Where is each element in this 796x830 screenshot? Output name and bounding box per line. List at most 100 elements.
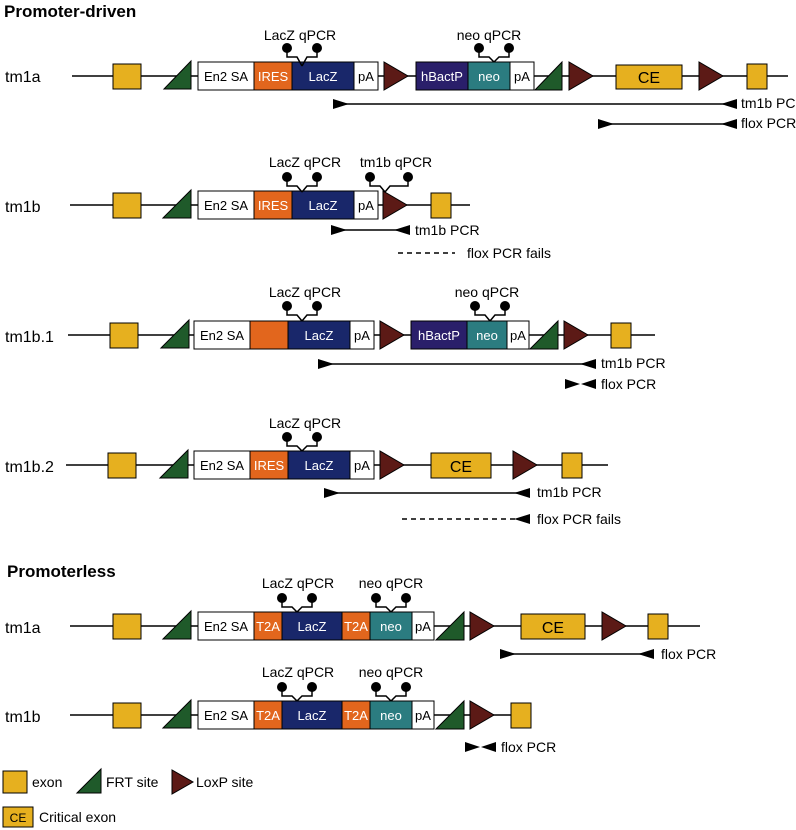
- pcr-product: [318, 359, 596, 369]
- pcr-product: [331, 225, 410, 235]
- lacz-label: LacZ: [298, 619, 327, 634]
- neo-box: [369, 611, 413, 641]
- lacz-label: LacZ: [309, 198, 338, 213]
- legend: exon FRT site LoxP site CE Critical exon: [2, 767, 254, 828]
- hbactp-label: hBactP: [418, 328, 460, 343]
- critical-exon-label: CE: [450, 459, 472, 476]
- neo-label: neo: [476, 328, 498, 343]
- qpcr-marker: [282, 43, 322, 67]
- frt-site: [158, 448, 189, 479]
- loxp-site: [512, 450, 538, 480]
- ires-label: IRES: [258, 198, 289, 213]
- en2-sa-label: En2 SA: [204, 198, 248, 213]
- qpcr-label: LacZ qPCR: [262, 664, 334, 680]
- legend-ce-label: CE: [10, 811, 27, 825]
- loxp-site: [601, 611, 627, 641]
- allele-label: tm1b: [5, 199, 41, 216]
- pa-label: pA: [358, 198, 374, 213]
- pcr-primer: [514, 514, 530, 524]
- legend-exon-label: exon: [32, 774, 62, 790]
- en2-sa-box: [197, 700, 255, 730]
- frt-site: [161, 698, 192, 729]
- qpcr-marker: [365, 172, 413, 193]
- allele-label: tm1a: [5, 69, 41, 86]
- en2-sa-label: En2 SA: [204, 708, 248, 723]
- critical-exon: [520, 613, 586, 640]
- pcr-label: flox PCR fails: [537, 511, 621, 527]
- exon: [430, 192, 452, 219]
- section-promoter-driven: Promoter-driven: [4, 2, 136, 21]
- allele-row-tm1b-1: tm1b.1 En2 SA LacZ pA hBactP neo pA LacZ…: [5, 284, 666, 392]
- lacz-box: [291, 61, 355, 91]
- allele-row-tm1b-2: tm1b.2 En2 SA IRES LacZ pA CE LacZ qPCR …: [5, 415, 621, 527]
- ires-box: [253, 61, 293, 91]
- loxp-site: [469, 611, 495, 641]
- critical-exon: [430, 452, 492, 479]
- pcr-product: [333, 99, 737, 109]
- allele-row-tm1a-promoterless: tm1a En2 SA T2A LacZ T2A neo pA CE LacZ …: [5, 575, 716, 662]
- pa-label: pA: [358, 69, 374, 84]
- critical-exon: [615, 64, 683, 90]
- qpcr-label: neo qPCR: [359, 575, 424, 591]
- qpcr-label: neo qPCR: [455, 284, 520, 300]
- qpcr-label: LacZ qPCR: [262, 575, 334, 591]
- legend-loxp-swatch: [171, 769, 195, 795]
- allele-label: tm1b.1: [5, 329, 54, 346]
- exon: [107, 452, 137, 479]
- pa-box: [353, 190, 379, 220]
- pcr-label: flox PCR: [741, 115, 796, 131]
- en2-sa-label: En2 SA: [204, 69, 248, 84]
- allele-row-tm1b-promoterless: tm1b En2 SA T2A LacZ T2A neo pA LacZ qPC…: [5, 664, 556, 755]
- exon: [746, 63, 768, 90]
- ires-box: [249, 320, 289, 350]
- legend-loxp-label: LoxP site: [196, 774, 254, 790]
- exon: [561, 452, 583, 479]
- loxp-site: [698, 61, 724, 91]
- t2a-box: [341, 700, 371, 730]
- pcr-product: [598, 119, 737, 129]
- qpcr-marker: [277, 682, 317, 702]
- lacz-label: LacZ: [305, 458, 334, 473]
- lacz-box: [291, 190, 355, 220]
- en2-sa-label: En2 SA: [200, 458, 244, 473]
- exon: [112, 63, 142, 90]
- allele-label: tm1a: [5, 620, 41, 637]
- lacz-box: [281, 700, 343, 730]
- pa-box: [411, 611, 435, 641]
- pcr-label: flox PCR fails: [467, 245, 551, 261]
- pcr-label: flox PCR: [501, 739, 556, 755]
- lacz-label: LacZ: [309, 69, 338, 84]
- ires-label: IRES: [254, 458, 285, 473]
- legend-frt-swatch: [75, 767, 102, 794]
- qpcr-label: neo qPCR: [457, 27, 522, 43]
- legend-exon-swatch: [2, 770, 28, 794]
- en2-sa-box: [197, 190, 255, 220]
- exon: [647, 613, 669, 640]
- neo-box: [369, 700, 413, 730]
- qpcr-label: LacZ qPCR: [264, 27, 336, 43]
- frt-site: [162, 59, 192, 90]
- loxp-site: [379, 450, 405, 480]
- loxp-site: [379, 320, 405, 350]
- en2-sa-label: En2 SA: [200, 328, 244, 343]
- en2-sa-label: En2 SA: [204, 619, 248, 634]
- pa-box: [411, 700, 435, 730]
- pcr-product: [500, 649, 654, 659]
- pa-label: pA: [510, 328, 526, 343]
- neo-label: neo: [380, 619, 402, 634]
- critical-exon-label: CE: [638, 70, 660, 87]
- allele-label: tm1b.2: [5, 459, 54, 476]
- t2a-label: T2A: [256, 708, 280, 723]
- qpcr-marker: [282, 432, 322, 452]
- lacz-label: LacZ: [298, 708, 327, 723]
- neo-label: neo: [478, 69, 500, 84]
- hbactp-label: hBactP: [421, 69, 463, 84]
- legend-ce-swatch: [2, 806, 34, 828]
- allele-row-tm1a: tm1a En2 SA IRES LacZ pA hBactP neo pA C…: [5, 27, 796, 131]
- section-promoterless: Promoterless: [7, 562, 116, 581]
- frt-site: [528, 319, 559, 350]
- en2-sa-box: [197, 611, 255, 641]
- legend-critical-exon-label: Critical exon: [39, 809, 116, 825]
- loxp-site: [382, 190, 408, 220]
